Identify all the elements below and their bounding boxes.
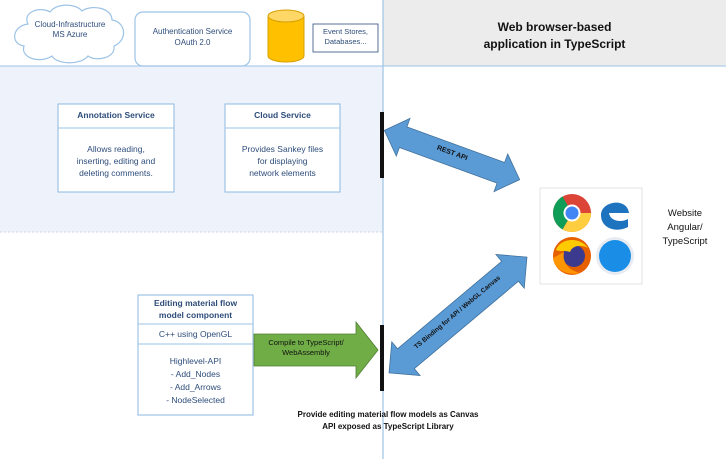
annotation-desc-line: deleting comments. xyxy=(79,168,153,178)
footer-line2: API exposed as TypeScript Library xyxy=(322,422,454,431)
app-header-line2: application in TypeScript xyxy=(483,37,626,51)
chrome-icon xyxy=(553,194,591,232)
editing-api-header: Highlevel-API xyxy=(169,356,222,366)
databases-label: Databases... xyxy=(324,37,367,46)
website-label-line: Angular/ xyxy=(667,222,703,233)
cloud-shape xyxy=(14,4,125,64)
database-cylinder-top xyxy=(267,9,305,23)
cloud-service-title: Cloud Service xyxy=(254,110,311,120)
edge-icon xyxy=(596,194,634,232)
auth-service-sub: OAuth 2.0 xyxy=(174,38,211,47)
annotation-service-title: Annotation Service xyxy=(77,110,155,120)
footer-line1: Provide editing material flow models as … xyxy=(297,410,479,419)
cloud-label: Cloud-Infrastructure MS Azure xyxy=(34,20,106,40)
editing-title-line: Editing material flow xyxy=(153,298,238,308)
annotation-desc-line: Allows reading, xyxy=(87,144,145,154)
editing-title-line: model component xyxy=(158,310,233,320)
editing-component-box xyxy=(137,294,254,416)
event-store-box xyxy=(312,23,379,53)
auth-service-title: Authentication Service xyxy=(152,27,233,36)
firefox-icon xyxy=(553,237,591,275)
compile-label-line: Compile to TypeScript/ xyxy=(268,338,344,347)
interface-bar-bottom xyxy=(380,325,384,391)
editing-api-item: - Add_Nodes xyxy=(170,369,221,379)
interface-bar-top xyxy=(380,112,384,178)
cloud-service-box xyxy=(224,103,341,193)
auth-service-box xyxy=(134,11,251,67)
cloud-desc-line: for displaying xyxy=(257,156,308,166)
safari-icon xyxy=(596,237,634,275)
rest-api-arrow xyxy=(383,117,521,193)
annotation-desc-line: inserting, editing and xyxy=(76,156,156,166)
ts-binding-arrow xyxy=(388,253,528,377)
cloud-desc-line: Provides Sankey files xyxy=(241,144,324,154)
app-header-line1: Web browser-based xyxy=(497,20,612,34)
editing-lang: C++ using OpenGL xyxy=(158,329,233,339)
compile-arrow xyxy=(253,320,379,380)
compile-label-line: WebAssembly xyxy=(282,348,330,357)
editing-api-item: - NodeSelected xyxy=(166,395,225,405)
database-cylinder-body xyxy=(267,16,305,63)
event-stores-label: Event Stores, xyxy=(322,27,369,36)
website-label-line: TypeScript xyxy=(662,236,708,247)
editing-api-item: - Add_Arrows xyxy=(169,382,222,392)
right-header-band xyxy=(383,0,726,66)
website-label-line: Website xyxy=(667,208,703,219)
cloud-desc-line: network elements xyxy=(249,168,316,178)
annotation-service-box xyxy=(57,103,175,193)
